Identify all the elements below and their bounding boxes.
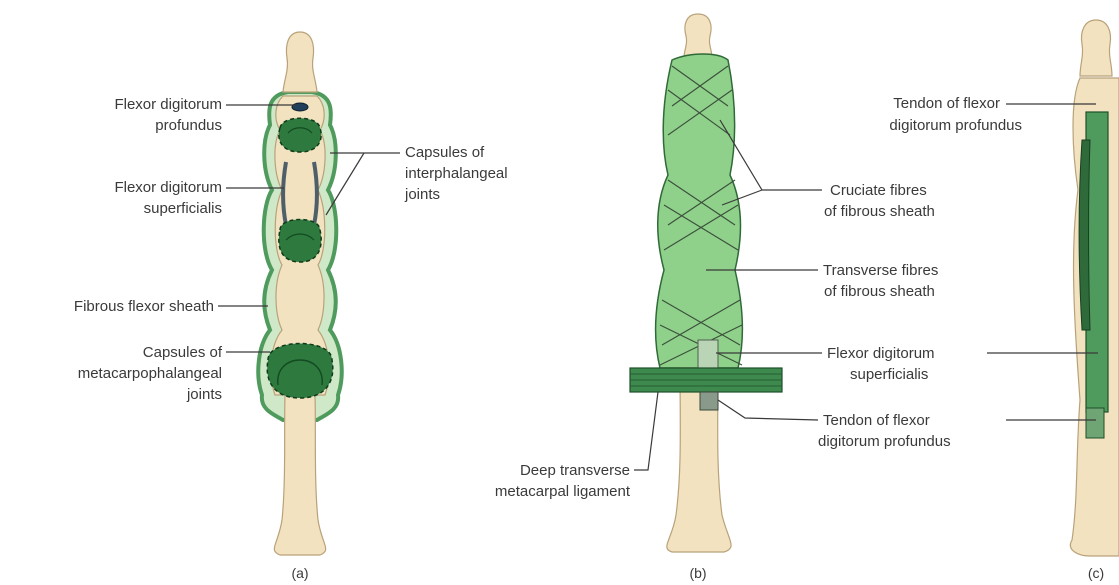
label-a-cap-mcp-1: Capsules of bbox=[143, 344, 223, 361]
label-b-fds-2: superficialis bbox=[850, 366, 928, 383]
label-a-cap-ip-1: Capsules of bbox=[405, 144, 485, 161]
leader-b-deep bbox=[634, 392, 658, 470]
leader-b-tfdp bbox=[718, 400, 818, 420]
label-c-tfdp-2: digitorum profundus bbox=[889, 117, 1022, 134]
label-a-sheath: Fibrous flexor sheath bbox=[74, 298, 214, 315]
capsule-ip-distal bbox=[279, 220, 321, 263]
label-b-deep-1: Deep transverse bbox=[520, 462, 630, 479]
label-a-fdp-1: Flexor digitorum bbox=[114, 96, 222, 113]
label-b-cruciate-2: of fibrous sheath bbox=[824, 203, 935, 220]
label-a-cap-ip-3: joints bbox=[404, 186, 440, 203]
distal-phalanx-b bbox=[684, 14, 712, 58]
fds-split-c bbox=[1079, 140, 1090, 330]
capsule-mcp bbox=[267, 344, 333, 399]
label-a-cap-mcp-3: joints bbox=[186, 386, 222, 403]
label-c-tfdp-1: Tendon of flexor bbox=[893, 95, 1000, 112]
panel-a: Flexor digitorum profundus Capsules of i… bbox=[74, 32, 508, 581]
caption-b: (b) bbox=[689, 565, 706, 581]
distal-phalanx-c bbox=[1080, 20, 1112, 76]
label-b-tfdp-2: digitorum profundus bbox=[818, 433, 951, 450]
label-a-fds-2: superficialis bbox=[144, 200, 222, 217]
label-b-tfdp-1: Tendon of flexor bbox=[823, 412, 930, 429]
label-a-cap-ip-2: interphalangeal bbox=[405, 165, 508, 182]
deep-transverse-ligament bbox=[630, 368, 782, 392]
label-b-fds-1: Flexor digitorum bbox=[827, 345, 935, 362]
capsule-ip-proximal bbox=[279, 118, 321, 152]
label-b-transverse-2: of fibrous sheath bbox=[824, 283, 935, 300]
panel-c: Tendon of flexor digitorum profundus (c) bbox=[889, 20, 1119, 581]
fds-stub-b bbox=[698, 340, 718, 372]
label-b-deep-2: metacarpal ligament bbox=[495, 483, 631, 500]
label-b-cruciate-1: Cruciate fibres bbox=[830, 182, 927, 199]
distal-phalanx bbox=[283, 32, 317, 92]
caption-a: (a) bbox=[291, 565, 308, 581]
metacarpal-b bbox=[667, 368, 731, 552]
fdp-stub-c bbox=[1086, 408, 1104, 438]
caption-c: (c) bbox=[1088, 565, 1104, 581]
panel-b: Cruciate fibres of fibrous sheath Transv… bbox=[495, 14, 951, 581]
label-a-fdp-2: profundus bbox=[155, 117, 222, 134]
label-a-cap-mcp-2: metacarpophalangeal bbox=[78, 365, 222, 382]
label-b-transverse-1: Transverse fibres bbox=[823, 262, 938, 279]
fdp-stub-b bbox=[700, 392, 718, 410]
label-a-fds-1: Flexor digitorum bbox=[114, 179, 222, 196]
fdp-tendon bbox=[292, 103, 308, 111]
